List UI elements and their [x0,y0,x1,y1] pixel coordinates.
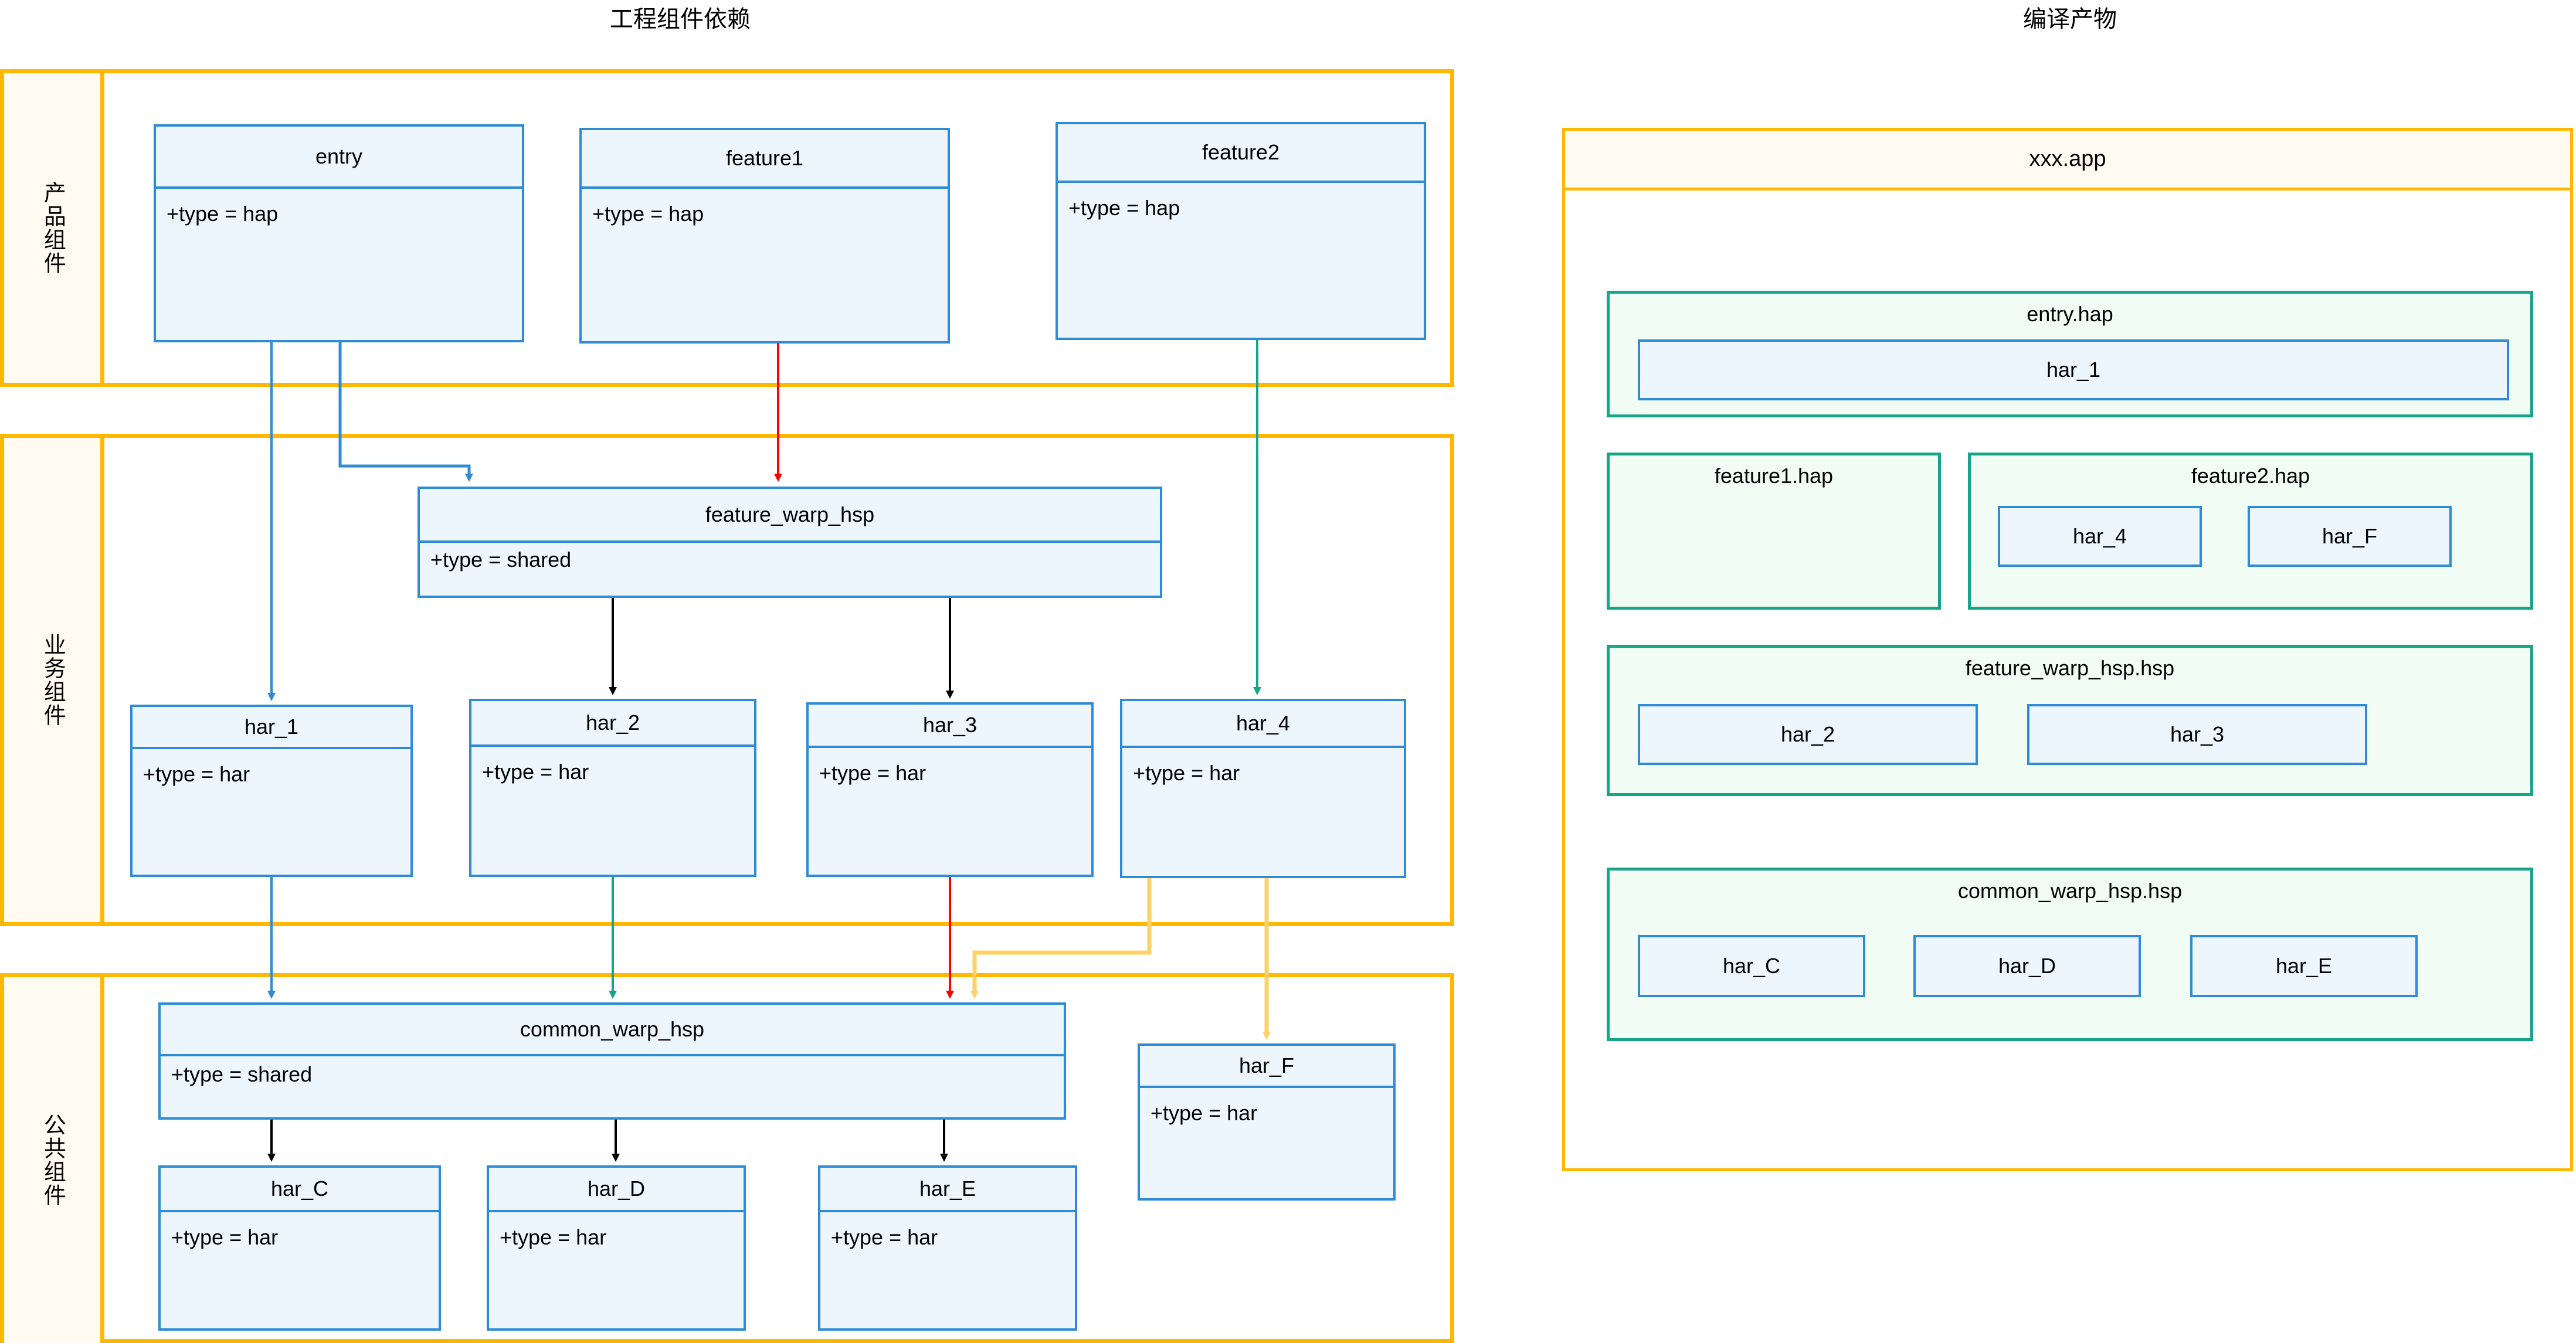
node-har-4-title: har_4 [1122,701,1404,748]
node-common-warp-hsp-title: common_warp_hsp [161,1005,1064,1056]
node-common-warp-hsp[interactable]: common_warp_hsp +type = shared [158,1002,1066,1120]
artifact-package-feature2-hap[interactable]: feature2.hap har_4 har_F [1968,453,2533,610]
node-feature2[interactable]: feature2 +type = hap [1055,122,1426,340]
artifact-package-feature-warp-hsp-title: feature_warp_hsp.hsp [1965,656,2175,680]
artifact-package-entry-hap-title: entry.hap [2027,302,2113,326]
node-har-2-title: har_2 [471,701,754,747]
node-har-c-title: har_C [161,1168,439,1212]
node-entry[interactable]: entry +type = hap [154,124,524,342]
node-har-3-attr: +type = har [819,761,926,785]
node-har-e-title: har_E [820,1168,1075,1212]
right-column-title: 编译产物 [2023,6,2117,32]
artifact-har-fwh-3[interactable]: har_3 [2027,704,2367,765]
node-feature2-title: feature2 [1058,124,1424,183]
node-har-c[interactable]: har_C +type = har [158,1165,441,1331]
node-har-d-attr: +type = har [500,1225,607,1249]
artifact-package-entry-hap[interactable]: entry.hap har_1 [1607,291,2533,417]
band-label-business-text: 业务组件 [40,633,65,727]
left-column-title: 工程组件依赖 [610,6,751,32]
band-label-business: 业务组件 [4,438,104,922]
artifact-har-cwh-d[interactable]: har_D [1913,935,2141,997]
node-har-c-attr: +type = har [171,1225,279,1249]
artifact-har-fwh-2[interactable]: har_2 [1638,704,1978,765]
node-har-3-title: har_3 [809,705,1091,748]
node-har-d-title: har_D [489,1168,744,1212]
node-har-e[interactable]: har_E +type = har [818,1165,1077,1331]
artifact-package-common-warp-hsp[interactable]: common_warp_hsp.hsp har_C har_D har_E [1607,868,2533,1041]
node-feature1[interactable]: feature1 +type = hap [579,128,950,344]
band-label-common-text: 公共组件 [40,1113,65,1207]
artifact-package-common-warp-hsp-title: common_warp_hsp.hsp [1957,879,2183,903]
node-har-2-attr: +type = har [482,760,589,784]
node-har-2[interactable]: har_2 +type = har [469,699,756,877]
node-har-e-attr: +type = har [831,1225,938,1249]
band-label-product: 产品组件 [4,73,104,383]
node-har-3[interactable]: har_3 +type = har [806,702,1094,877]
node-har-1-title: har_1 [133,707,410,749]
artifact-package-feature1-hap[interactable]: feature1.hap [1607,453,1941,610]
node-feature1-attr: +type = hap [592,202,704,226]
node-har-1-attr: +type = har [143,762,250,786]
node-har-1[interactable]: har_1 +type = har [130,705,413,877]
node-har-4[interactable]: har_4 +type = har [1120,699,1406,878]
band-label-common: 公共组件 [4,977,104,1343]
node-feature-warp-hsp[interactable]: feature_warp_hsp +type = shared [418,487,1162,598]
node-har-4-attr: +type = har [1133,761,1240,785]
node-feature1-title: feature1 [582,130,948,189]
artifact-har-entry-1[interactable]: har_1 [1638,339,2509,400]
artifact-har-cwh-c[interactable]: har_C [1638,935,1865,997]
node-feature2-attr: +type = hap [1068,196,1180,220]
node-har-d[interactable]: har_D +type = har [487,1165,746,1331]
node-entry-title: entry [156,127,522,189]
node-common-warp-hsp-attr: +type = shared [171,1062,313,1086]
node-har-f-attr: +type = har [1150,1101,1258,1125]
node-har-f[interactable]: har_F +type = har [1138,1043,1396,1201]
artifact-har-feature2-4[interactable]: har_4 [1998,506,2202,567]
node-feature-warp-hsp-attr: +type = shared [430,548,572,572]
node-feature-warp-hsp-title: feature_warp_hsp [420,489,1160,543]
artifact-package-feature1-hap-title: feature1.hap [1714,464,1834,488]
node-har-f-title: har_F [1140,1046,1393,1088]
artifact-package-feature-warp-hsp[interactable]: feature_warp_hsp.hsp har_2 har_3 [1607,645,2533,796]
band-label-product-text: 产品组件 [40,181,65,275]
artifact-app-title: xxx.app [1565,131,2570,191]
artifact-har-feature2-f[interactable]: har_F [2248,506,2452,567]
node-entry-attr: +type = hap [167,202,279,226]
artifact-har-cwh-e[interactable]: har_E [2190,935,2418,997]
artifact-package-feature2-hap-title: feature2.hap [2191,464,2310,488]
